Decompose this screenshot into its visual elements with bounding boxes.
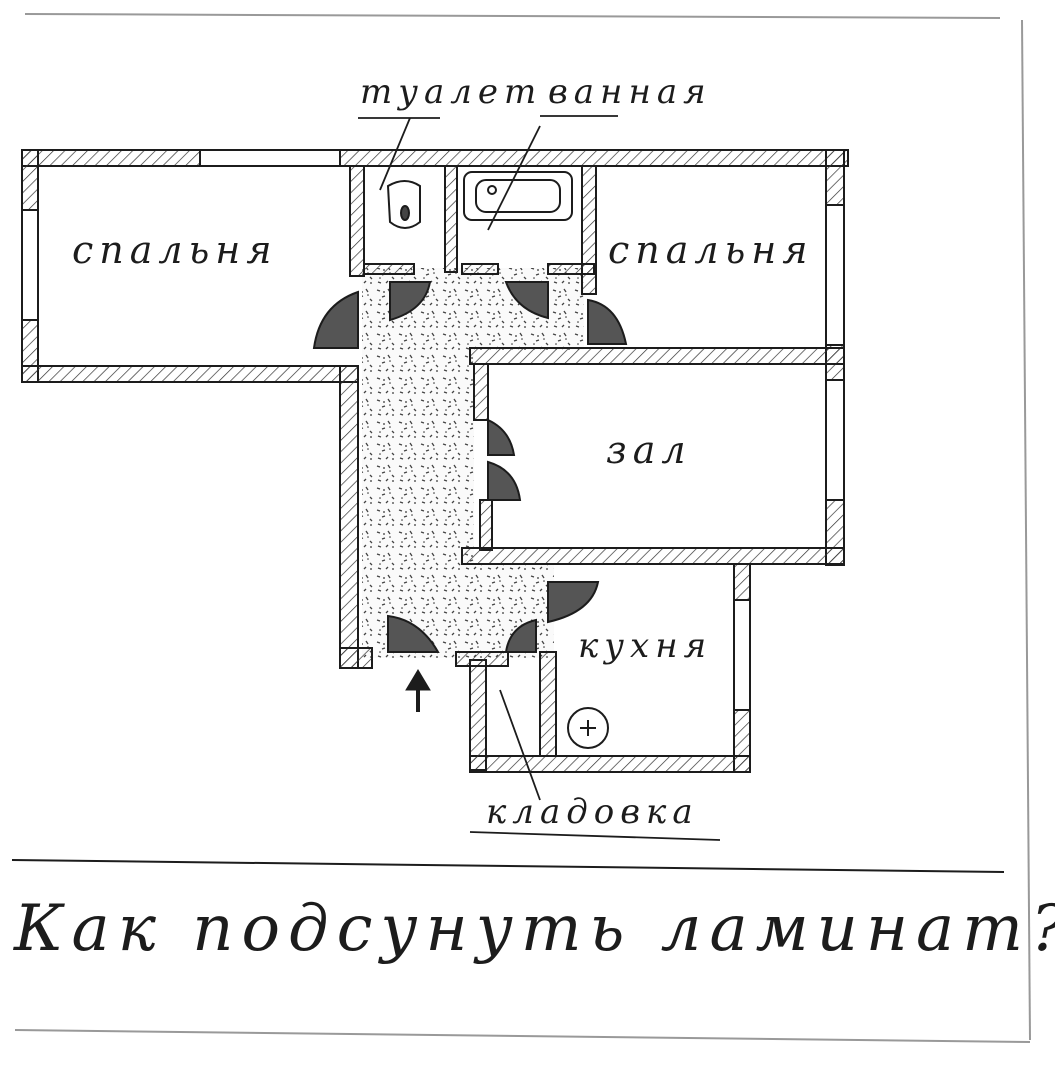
entrance-arrow-icon xyxy=(405,669,431,712)
label-pantry: кладовка xyxy=(486,792,699,832)
label-bedroom-left: спальня xyxy=(72,228,278,272)
paper-border xyxy=(14,13,1031,1043)
label-bedroom-right: спальня xyxy=(608,228,814,272)
bathtub-fixture xyxy=(463,171,573,221)
label-kitchen: кухня xyxy=(578,626,713,666)
caption-question: Как подсунуть ламинат? xyxy=(14,892,1055,966)
windows xyxy=(21,149,845,711)
label-bathroom: ванная xyxy=(548,72,712,112)
label-toilet: туалет xyxy=(360,72,543,112)
doors xyxy=(312,281,628,653)
caption-rule xyxy=(11,859,1005,873)
stove-fixture xyxy=(567,707,609,749)
toilet-fixture xyxy=(386,180,421,229)
label-hall: зал xyxy=(606,428,692,472)
leader-lines xyxy=(358,115,721,841)
corridor-floor xyxy=(362,268,584,658)
